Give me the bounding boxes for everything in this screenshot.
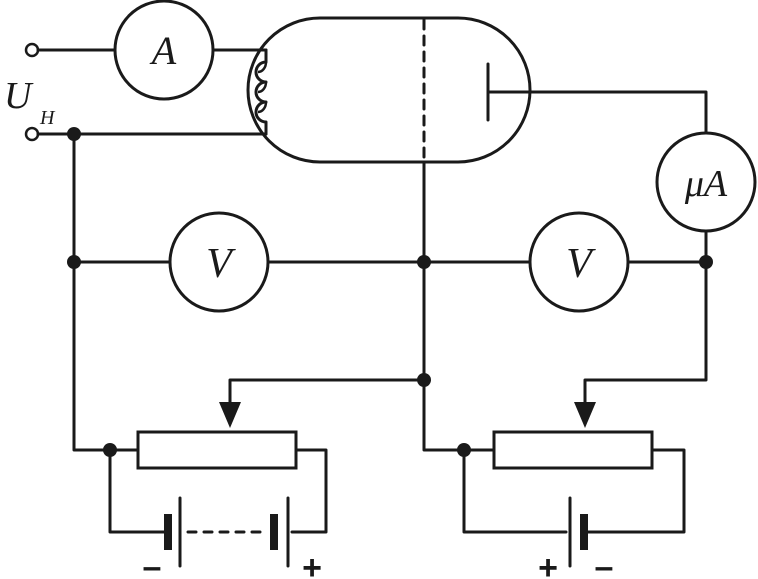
supply-voltage-label: U [4,75,34,117]
right-battery-positive-sign: + [538,549,558,579]
right-potentiometer [492,430,654,470]
wire-left-battery-return [108,448,166,534]
ammeter [113,0,215,101]
voltmeter-right [528,211,630,313]
right-slider-arrow [574,402,596,428]
wire-left-slider [228,378,426,406]
wire-center-bus [422,260,466,452]
voltmeter-right-label: V [566,241,596,287]
supply-terminal-top [24,42,40,58]
left-battery-positive-sign: + [302,549,322,579]
wire-left-bus [72,132,112,452]
wire-left-pot-out [290,448,328,534]
left-potentiometer [136,430,298,470]
right-battery-negative-sign: – [595,548,614,579]
filament-coil [254,48,268,136]
junction-right-mid [699,255,713,269]
left-slider-arrow [219,402,241,428]
junction-left-top [67,127,81,141]
microammeter-label: μA [684,163,728,205]
wire-right-pot-out [586,448,686,534]
vacuum-tube-envelope [246,16,532,164]
ammeter-label: A [149,28,177,73]
left-battery-negative-sign: – [143,548,162,579]
wire-anode-out [486,90,708,135]
voltmeter-left-label: V [206,241,236,287]
wire-right-battery-return [462,448,568,534]
supply-voltage-subscript: H [39,107,56,129]
wire-right-bus [583,229,708,406]
supply-terminal-bottom [24,126,40,142]
voltmeter-left [168,211,270,313]
filament-coil-loops [257,61,268,114]
